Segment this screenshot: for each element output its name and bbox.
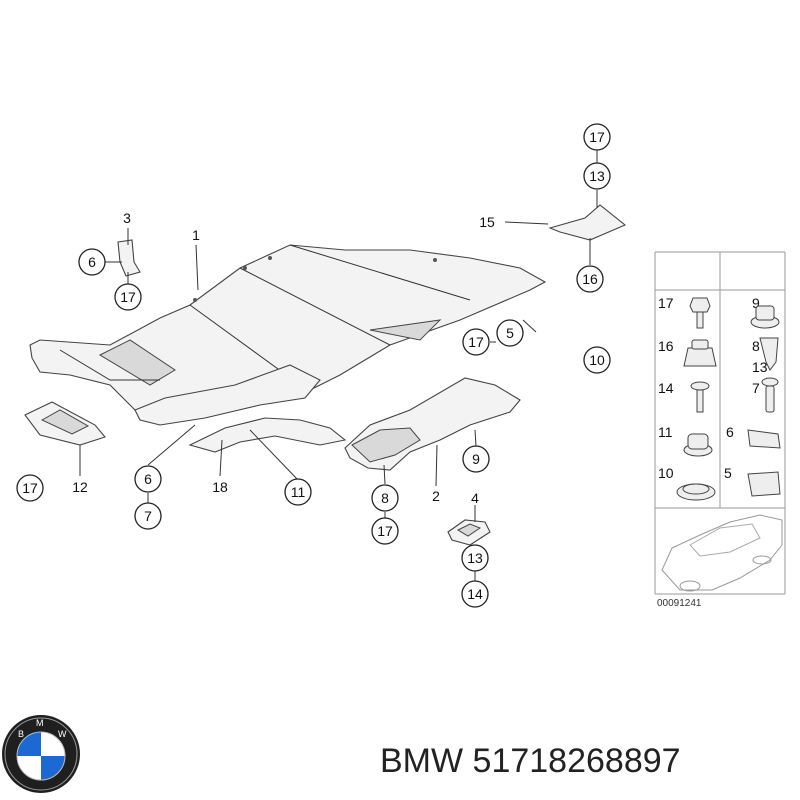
leader-lines xyxy=(79,150,598,581)
svg-text:17: 17 xyxy=(377,523,393,539)
svg-text:13: 13 xyxy=(589,168,605,184)
callout-9: 9 xyxy=(462,445,490,473)
callout-13-bottom: 13 xyxy=(461,544,489,572)
callout-7: 7 xyxy=(134,502,162,530)
underbody-shield-part-1 xyxy=(29,244,547,416)
callout-17-b: 17 xyxy=(583,123,611,151)
svg-text:11: 11 xyxy=(291,484,306,500)
strip-part-18 xyxy=(188,417,347,453)
svg-text:17: 17 xyxy=(589,129,605,145)
legend-9: 9 xyxy=(752,295,760,311)
callout-16: 16 xyxy=(576,265,604,293)
callout-3: 3 xyxy=(123,210,131,226)
svg-text:14: 14 xyxy=(467,586,483,602)
bmw-logo-icon: B M W xyxy=(2,715,80,793)
callout-5: 5 xyxy=(496,319,524,347)
svg-text:13: 13 xyxy=(467,550,483,566)
legend-17: 17 xyxy=(658,295,674,311)
callout-12: 12 xyxy=(72,479,88,495)
callout-14: 14 xyxy=(461,580,489,608)
callout-17-e: 17 xyxy=(371,517,399,545)
legend-11: 11 xyxy=(658,424,673,440)
screw-14-icon xyxy=(690,381,710,413)
callout-17-a: 17 xyxy=(114,283,142,311)
bracket-part-15 xyxy=(548,204,627,241)
footer-part-label: BMW 51718268897 xyxy=(380,742,681,781)
svg-text:B: B xyxy=(18,729,24,739)
bracket-part-3 xyxy=(117,239,141,277)
clip-part-4 xyxy=(447,519,491,546)
svg-text:8: 8 xyxy=(381,490,389,506)
svg-text:17: 17 xyxy=(468,334,484,350)
hardware-legend: 17 9 16 8 13 14 7 xyxy=(654,251,786,609)
svg-text:7: 7 xyxy=(144,508,152,524)
svg-text:6: 6 xyxy=(144,471,152,487)
front-left-deflector xyxy=(134,364,321,426)
screw-7-icon xyxy=(761,377,779,413)
callout-11: 11 xyxy=(284,478,312,506)
callout-13-top: 13 xyxy=(583,162,611,190)
svg-text:5: 5 xyxy=(506,325,514,341)
svg-text:W: W xyxy=(58,729,67,739)
grommet-11-icon xyxy=(683,433,713,457)
callout-17-c: 17 xyxy=(462,328,490,356)
plug-10-icon xyxy=(676,483,716,501)
legend-13: 13 xyxy=(752,359,768,375)
part-number: 51718268897 xyxy=(472,742,681,780)
side-shield-part-9 xyxy=(344,377,521,471)
clip-6-icon xyxy=(747,429,781,449)
callout-17-d: 17 xyxy=(16,474,44,502)
callout-8: 8 xyxy=(371,484,399,512)
car-silhouette-icon xyxy=(661,514,783,592)
svg-text:17: 17 xyxy=(120,289,136,305)
callout-6-bottom: 6 xyxy=(134,465,162,493)
brand-name: BMW xyxy=(380,742,464,780)
svg-text:17: 17 xyxy=(22,480,38,496)
callout-1: 1 xyxy=(192,227,200,243)
callout-10: 10 xyxy=(583,346,611,374)
legend-7: 7 xyxy=(752,380,760,396)
small-shield-part-12 xyxy=(24,401,106,446)
reference-code: 00091241 xyxy=(657,598,702,609)
callout-4: 4 xyxy=(471,490,479,506)
legend-6: 6 xyxy=(726,424,734,440)
svg-text:10: 10 xyxy=(589,352,605,368)
legend-8: 8 xyxy=(752,338,760,354)
svg-text:9: 9 xyxy=(472,451,480,467)
callout-15: 15 xyxy=(479,214,495,230)
svg-text:16: 16 xyxy=(582,271,598,287)
clip-8-icon xyxy=(759,337,779,371)
callout-18: 18 xyxy=(212,479,228,495)
callout-6-top: 6 xyxy=(78,248,106,276)
svg-text:6: 6 xyxy=(88,254,96,270)
callout-2: 2 xyxy=(432,488,440,504)
clip-5-icon xyxy=(747,471,781,497)
legend-10: 10 xyxy=(658,465,674,481)
screw-17-icon xyxy=(689,297,711,329)
legend-14: 14 xyxy=(658,380,674,396)
svg-text:M: M xyxy=(36,718,44,728)
nut-16-icon xyxy=(683,339,717,367)
legend-5: 5 xyxy=(724,465,732,481)
clip-9-icon xyxy=(750,305,780,329)
legend-16: 16 xyxy=(658,338,674,354)
